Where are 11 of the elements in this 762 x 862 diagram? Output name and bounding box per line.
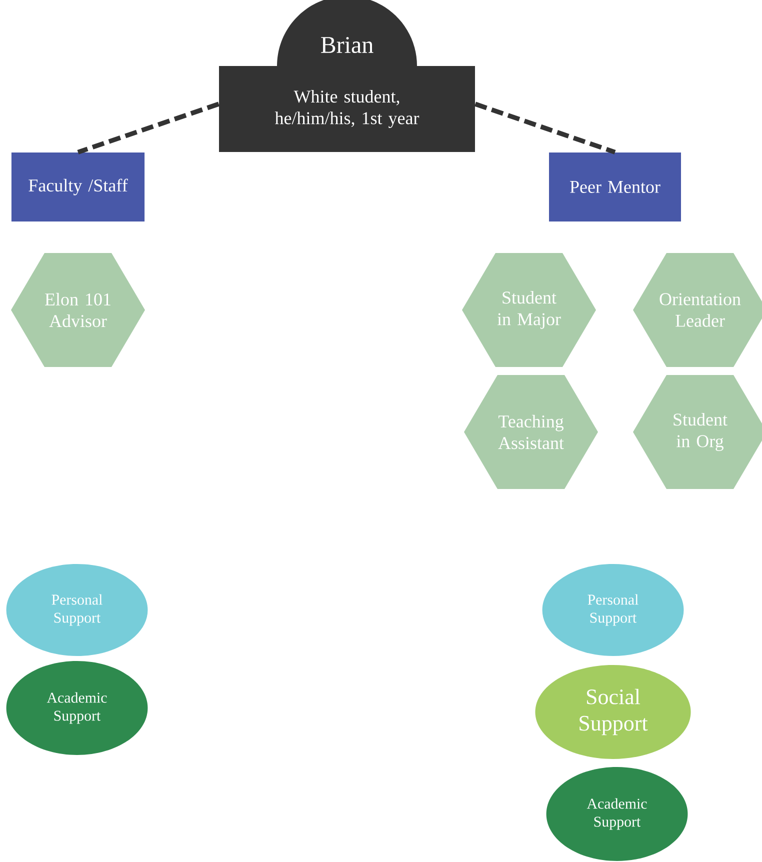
role-hexagon: Orientation Leader	[633, 253, 762, 367]
role-box: Peer Mentor	[549, 152, 681, 222]
dashed-connector	[474, 102, 616, 154]
role-hexagon: Student in Org	[633, 375, 762, 489]
role-hexagon: Student in Major	[462, 253, 596, 367]
role-box: Faculty /Staff	[11, 152, 145, 222]
node-label: White student, he/him/his, 1st year	[274, 90, 420, 128]
role-hexagon: Teaching Assistant	[464, 375, 598, 489]
dashed-connector	[77, 102, 220, 154]
title-box: White student, he/him/his, 1st year	[219, 66, 475, 152]
role-hexagon: Elon 101 Advisor	[11, 253, 145, 367]
